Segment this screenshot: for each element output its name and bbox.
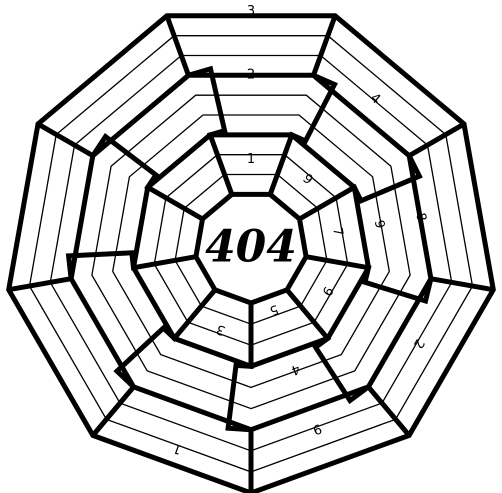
web-cell[interactable] [251, 289, 301, 325]
web-cell[interactable] [395, 286, 494, 436]
web-cell[interactable] [287, 256, 327, 307]
spoke-line [298, 121, 466, 222]
web-cell[interactable] [106, 403, 252, 472]
web-cell[interactable] [133, 264, 188, 339]
web-cell[interactable] [382, 282, 473, 420]
thin-ring [28, 35, 474, 473]
spoke-line [90, 288, 217, 438]
spoke-line [285, 288, 412, 438]
clue-digit: 9 [371, 219, 387, 230]
web-cell[interactable] [166, 15, 336, 36]
web-cell[interactable] [174, 35, 328, 56]
center-label-404: 404 [205, 222, 297, 273]
clue-digit: 2 [247, 67, 255, 82]
web-cell[interactable] [251, 322, 328, 367]
web-cell[interactable] [341, 271, 411, 371]
web-cell[interactable] [91, 166, 130, 276]
spoke-line [267, 14, 338, 196]
thin-ring [153, 154, 349, 346]
web-cell[interactable] [270, 174, 318, 220]
web-cell[interactable] [445, 124, 494, 290]
clue-digit: 7 [329, 226, 345, 237]
web-cell[interactable] [174, 322, 251, 367]
web-cell[interactable] [313, 55, 428, 156]
web-cell[interactable] [165, 154, 225, 209]
web-cell[interactable] [251, 306, 315, 346]
web-cell[interactable] [201, 289, 251, 325]
web-cell[interactable] [175, 256, 215, 307]
thin-ring-lines [28, 35, 474, 473]
web-cell[interactable] [112, 176, 148, 272]
clue-digit: 3 [247, 4, 255, 19]
web-cell[interactable] [210, 134, 292, 155]
web-cell[interactable] [8, 124, 57, 290]
thick-ring [6, 13, 496, 493]
web-cell[interactable] [224, 174, 278, 195]
web-cell[interactable] [92, 419, 252, 493]
clue-digit: 1 [247, 152, 255, 167]
web-cell[interactable] [306, 75, 410, 167]
spoke-line [164, 14, 235, 196]
spoke-line [36, 121, 204, 222]
web-cell[interactable] [133, 370, 251, 430]
thin-ring [174, 173, 328, 325]
web-cell[interactable] [29, 282, 121, 420]
web-cell[interactable] [147, 134, 218, 198]
web-cell[interactable] [50, 278, 134, 404]
web-cell[interactable] [184, 174, 232, 220]
web-cell[interactable] [154, 260, 202, 323]
web-cell[interactable] [284, 134, 355, 198]
web-cell[interactable] [314, 264, 369, 339]
web-cell[interactable] [8, 286, 107, 436]
web-cell[interactable] [354, 275, 431, 387]
thin-ring [91, 94, 411, 410]
web-cell[interactable] [188, 75, 314, 96]
web-cell[interactable] [187, 306, 251, 346]
web-cell[interactable] [50, 145, 93, 283]
clue-digit: 8 [412, 212, 428, 223]
spoke-line [8, 250, 197, 293]
web-cell[interactable] [336, 187, 369, 268]
web-cell[interactable] [251, 419, 410, 493]
web-cell[interactable] [277, 154, 337, 209]
thick-ring [68, 72, 434, 433]
web-cell[interactable] [320, 35, 446, 146]
thick-ring [130, 132, 372, 369]
web-cell[interactable] [195, 95, 307, 115]
thick-lines [6, 13, 496, 493]
cell-layer [8, 15, 494, 493]
web-cell[interactable] [29, 134, 75, 287]
web-cell[interactable] [74, 55, 189, 156]
web-cell[interactable] [71, 155, 112, 279]
web-cell[interactable] [120, 386, 251, 451]
thin-ring [112, 114, 390, 389]
web-cell[interactable] [160, 338, 251, 388]
web-cell[interactable] [251, 403, 396, 472]
web-cell[interactable] [327, 267, 390, 355]
spoke-line [305, 254, 494, 305]
web-cell[interactable] [38, 15, 175, 135]
web-cell[interactable] [299, 95, 391, 177]
web-cell[interactable] [327, 15, 464, 135]
web-cell[interactable] [368, 278, 452, 404]
web-cell[interactable] [181, 55, 321, 76]
web-cell[interactable] [147, 354, 251, 409]
web-cell[interactable] [133, 187, 166, 268]
thick-ring [193, 191, 309, 306]
web-cell[interactable] [427, 134, 473, 287]
web-cell[interactable] [409, 145, 452, 283]
web-cell[interactable] [56, 35, 182, 146]
thin-ring [49, 54, 453, 452]
web-cell[interactable] [300, 260, 348, 323]
web-cell[interactable] [217, 154, 285, 175]
spoke-line [225, 303, 254, 493]
